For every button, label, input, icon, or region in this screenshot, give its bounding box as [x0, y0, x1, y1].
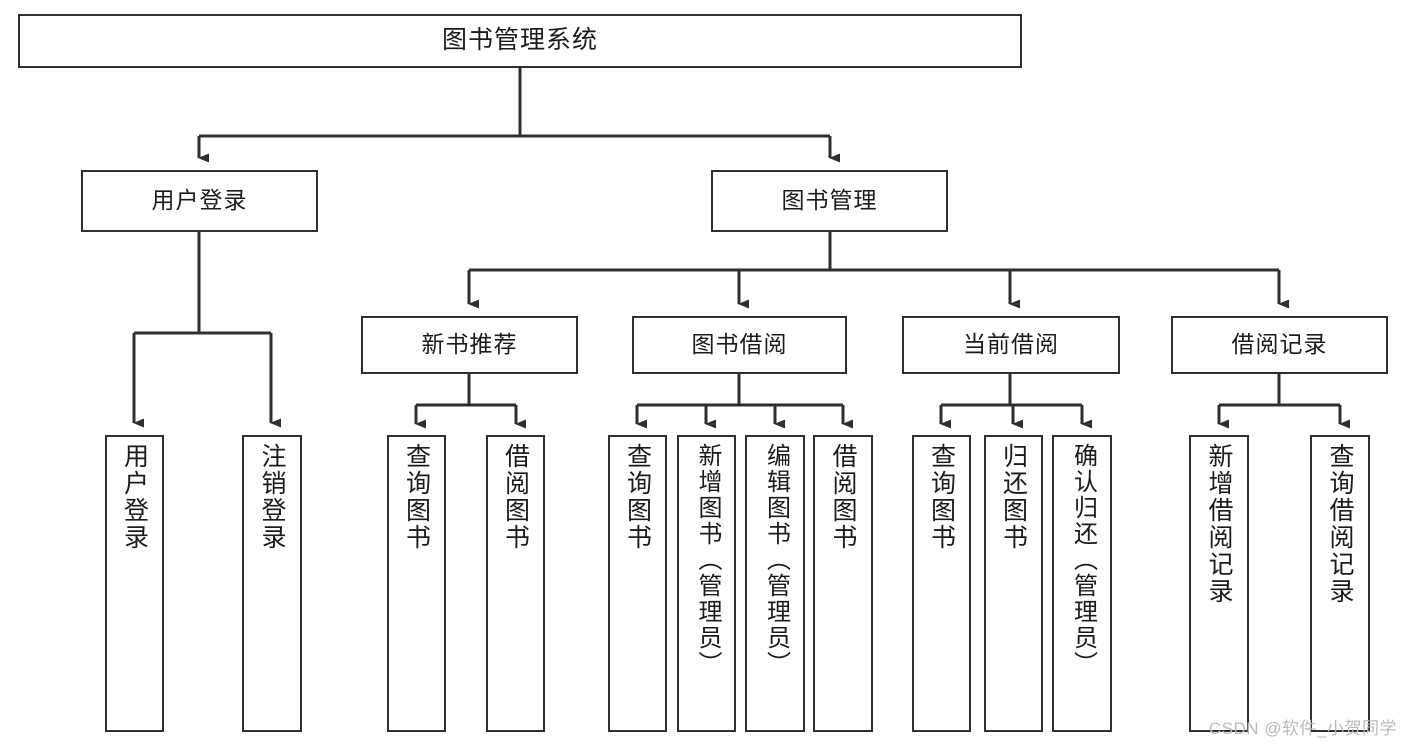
node-leaf-return-book-label: 归还图书 — [999, 443, 1028, 551]
node-leaf-query-borrow-record-label: 查询借阅记录 — [1326, 443, 1354, 605]
node-leaf-return-book[interactable]: 归还图书 — [984, 435, 1043, 732]
node-leaf-confirm-return-label: 确认归还（管理员） — [1069, 443, 1097, 677]
node-user-login-label: 用户登录 — [151, 187, 248, 214]
node-book-borrow[interactable]: 图书借阅 — [632, 316, 847, 374]
node-leaf-query-book-recommend[interactable]: 查询图书 — [387, 435, 446, 732]
node-leaf-query-book-current[interactable]: 查询图书 — [912, 435, 971, 732]
node-book-management[interactable]: 图书管理 — [711, 170, 948, 232]
node-borrow-record[interactable]: 借阅记录 — [1171, 316, 1388, 374]
node-leaf-query-book-current-label: 查询图书 — [927, 443, 956, 551]
node-leaf-add-book-label: 新增图书（管理员） — [693, 443, 721, 677]
node-book-borrow-label: 图书借阅 — [691, 331, 788, 358]
node-leaf-add-borrow-record[interactable]: 新增借阅记录 — [1189, 435, 1249, 732]
node-root[interactable]: 图书管理系统 — [18, 14, 1022, 68]
node-book-management-label: 图书管理 — [781, 187, 878, 214]
node-leaf-add-borrow-record-label: 新增借阅记录 — [1205, 443, 1233, 605]
node-leaf-edit-book[interactable]: 编辑图书（管理员） — [745, 435, 805, 732]
node-leaf-query-borrow-record[interactable]: 查询借阅记录 — [1310, 435, 1370, 732]
node-leaf-user-logout-label: 注销登录 — [258, 443, 286, 551]
node-leaf-borrow-book-recommend[interactable]: 借阅图书 — [486, 435, 545, 732]
node-leaf-add-book[interactable]: 新增图书（管理员） — [677, 435, 736, 732]
node-leaf-query-book-recommend-label: 查询图书 — [402, 443, 431, 551]
node-leaf-user-login-label: 用户登录 — [120, 443, 149, 551]
node-root-label: 图书管理系统 — [441, 26, 598, 55]
node-new-book-recommend[interactable]: 新书推荐 — [361, 316, 578, 374]
node-leaf-user-login[interactable]: 用户登录 — [105, 435, 164, 732]
node-leaf-query-book-borrow[interactable]: 查询图书 — [608, 435, 667, 732]
node-leaf-edit-book-label: 编辑图书（管理员） — [762, 443, 790, 677]
node-user-login[interactable]: 用户登录 — [81, 170, 318, 232]
node-new-book-recommend-label: 新书推荐 — [421, 331, 518, 358]
node-leaf-borrow-book-recommend-label: 借阅图书 — [501, 443, 530, 551]
node-leaf-user-logout[interactable]: 注销登录 — [242, 435, 302, 732]
node-leaf-confirm-return[interactable]: 确认归还（管理员） — [1052, 435, 1112, 732]
node-current-borrow-label: 当前借阅 — [963, 331, 1059, 358]
node-leaf-borrow-book[interactable]: 借阅图书 — [813, 435, 873, 732]
node-current-borrow[interactable]: 当前借阅 — [902, 316, 1120, 374]
node-leaf-borrow-book-label: 借阅图书 — [829, 443, 857, 551]
node-borrow-record-label: 借阅记录 — [1231, 331, 1328, 358]
watermark: CSDN @软件_小贺同学 — [1208, 719, 1397, 738]
node-leaf-query-book-borrow-label: 查询图书 — [623, 443, 652, 551]
